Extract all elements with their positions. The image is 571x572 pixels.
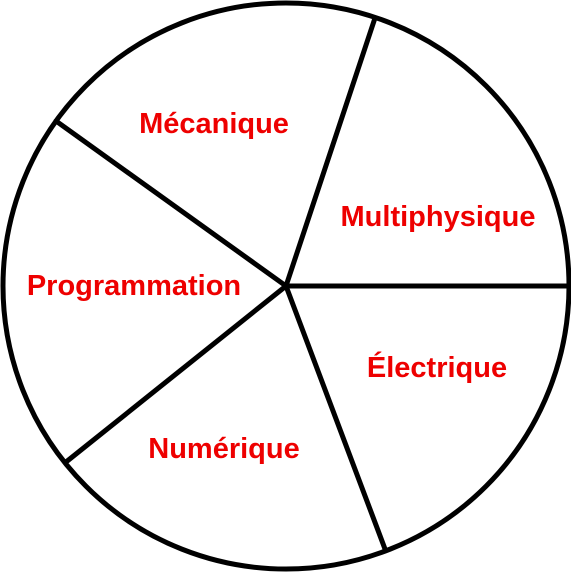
sector-label-programmation: Programmation bbox=[27, 270, 241, 302]
divider-line-electrique-numerique bbox=[283, 283, 388, 552]
divider-line-numerique-programmation bbox=[63, 283, 289, 465]
sector-label-multiphysique: Multiphysique bbox=[341, 201, 536, 233]
sector-label-electrique: Électrique bbox=[367, 350, 507, 384]
sector-label-mecanique: Mécanique bbox=[139, 108, 289, 140]
divider-line-programmation-mecanique bbox=[53, 118, 289, 289]
sector-label-numerique: Numérique bbox=[148, 433, 299, 465]
divider-line-mecanique-multiphysique bbox=[283, 15, 378, 289]
